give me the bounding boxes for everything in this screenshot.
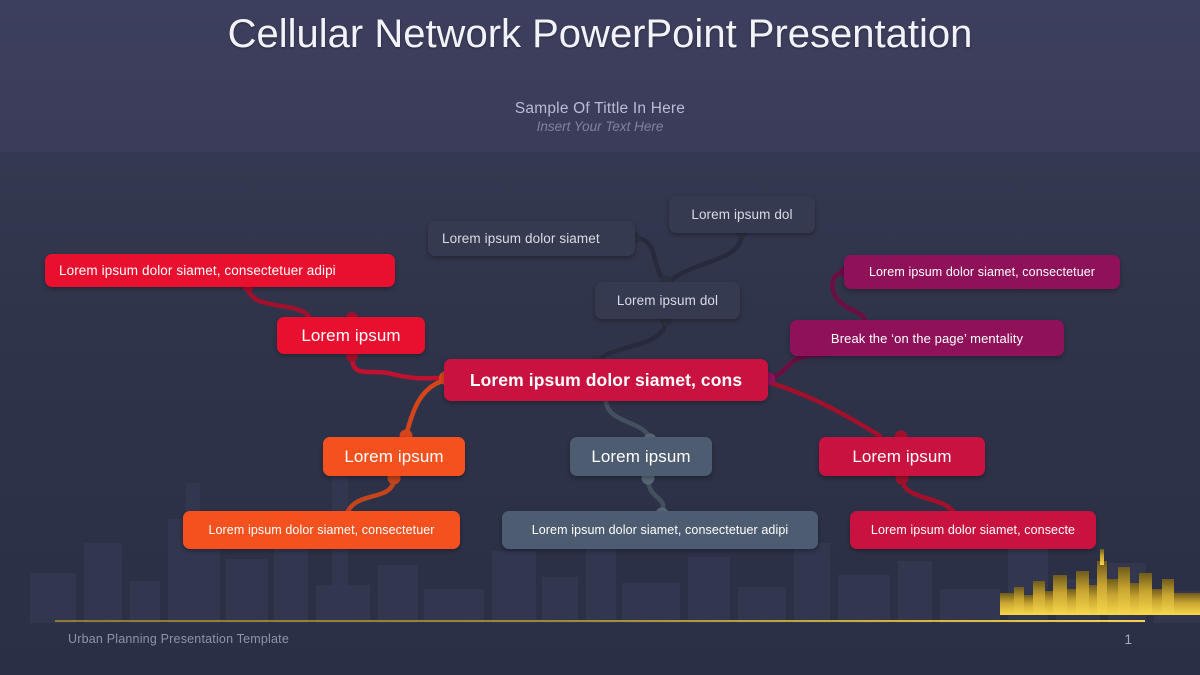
node-label: Lorem ipsum dolor siamet — [442, 231, 600, 246]
node-right-top[interactable]: Lorem ipsum dolor siamet, consectetuer — [844, 255, 1120, 289]
node-label: Break the ‘on the page’ mentality — [830, 330, 1024, 346]
node-label: Lorem ipsum dolor siamet, consectetuer a… — [59, 263, 336, 278]
node-slate-leaf[interactable]: Lorem ipsum dolor siamet, consectetuer a… — [502, 511, 818, 549]
subtitle-placeholder-text: Insert Your Text Here — [536, 119, 664, 134]
node-left-mid[interactable]: Lorem ipsum — [277, 317, 425, 354]
node-orange-leaf[interactable]: Lorem ipsum dolor siamet, consectetuer — [183, 511, 460, 549]
subtitle-block: Sample Of Tittle In Here Insert Your Tex… — [0, 100, 1200, 134]
node-center[interactable]: Lorem ipsum dolor siamet, cons — [444, 359, 768, 401]
node-label: Lorem ipsum — [344, 446, 444, 466]
footer-divider — [55, 620, 1145, 622]
node-label: Lorem ipsum dolor siamet, consectetuer — [868, 265, 1096, 279]
node-label: Lorem ipsum — [301, 325, 401, 345]
page-number: 1 — [1124, 632, 1132, 647]
node-label: Lorem ipsum dolor siamet, cons — [469, 369, 743, 390]
node-label: Lorem ipsum dolor siamet, consectetuer a… — [531, 523, 789, 537]
node-slate-branch[interactable]: Lorem ipsum — [570, 437, 712, 476]
node-red-leaf[interactable]: Lorem ipsum dolor siamet, consecte — [850, 511, 1096, 549]
node-label: Lorem ipsum — [591, 446, 691, 466]
node-red-branch[interactable]: Lorem ipsum — [819, 437, 985, 476]
node-top-mid[interactable]: Lorem ipsum dol — [595, 282, 740, 319]
header-band — [0, 0, 1200, 152]
node-label: Lorem ipsum dolor siamet, consectetuer — [208, 523, 435, 537]
node-orange-branch[interactable]: Lorem ipsum — [323, 437, 465, 476]
node-label: Lorem ipsum dol — [691, 207, 793, 222]
node-label: Lorem ipsum dol — [616, 293, 719, 308]
node-right-mid[interactable]: Break the ‘on the page’ mentality — [790, 320, 1064, 356]
node-label: Lorem ipsum dolor siamet, consecte — [870, 523, 1076, 537]
node-top-left[interactable]: Lorem ipsum dolor siamet — [428, 221, 635, 256]
gold-city-skyline-icon — [1000, 549, 1200, 615]
node-left-top[interactable]: Lorem ipsum dolor siamet, consectetuer a… — [45, 254, 395, 287]
subtitle-main: Sample Of Tittle In Here — [514, 100, 686, 117]
footer-template-name: Urban Planning Presentation Template — [68, 632, 289, 646]
page-title: Cellular Network PowerPoint Presentation — [227, 12, 973, 56]
node-label: Lorem ipsum — [852, 446, 952, 466]
node-top-right[interactable]: Lorem ipsum dol — [669, 196, 815, 233]
